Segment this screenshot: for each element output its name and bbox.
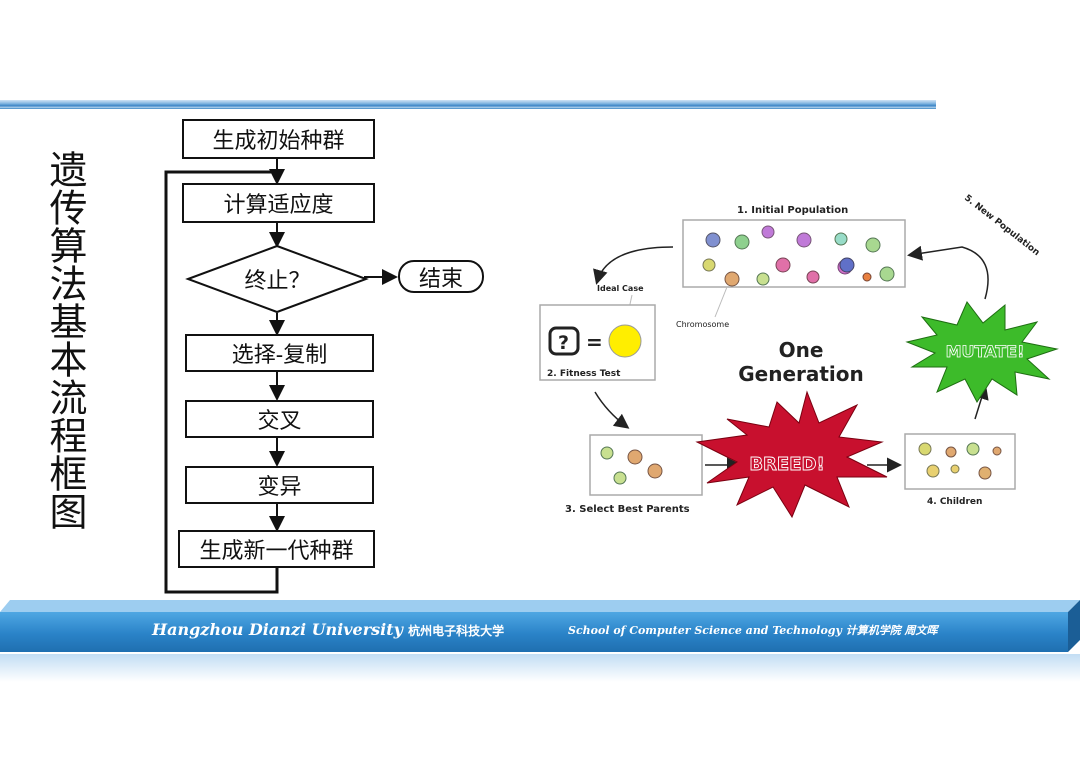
fitness-box: 计算适应度 [182, 183, 375, 223]
question-box [548, 326, 580, 356]
top-rule [0, 100, 936, 109]
ideal-case-label: Ideal Case [597, 284, 644, 293]
end-terminal: 结束 [398, 260, 484, 293]
init-population-box: 生成初始种群 [182, 119, 375, 159]
step5-label: 5. New Population [962, 193, 1041, 258]
footer-university-en: Hangzhou Dianzi University [152, 620, 403, 639]
mutate-burst [905, 301, 1059, 403]
footer-reflection [0, 654, 1080, 682]
footer-bar [0, 612, 1068, 652]
step1-label: 1. Initial Population [737, 205, 848, 216]
population-dots [702, 225, 895, 287]
footer-school: School of Computer Science and Technolog… [568, 624, 938, 637]
new-population-box: 生成新一代种群 [178, 530, 375, 568]
equals-sign: = [586, 330, 603, 354]
ga-cycle-illustration: 1. Initial Population Chromosome Ideal C… [537, 187, 1068, 542]
mutate-label: MUTATE! [946, 342, 1025, 361]
footer-university-cn: 杭州电子科技大学 [408, 624, 505, 638]
breed-label: BREED! [749, 454, 824, 475]
center-one: One [779, 338, 824, 362]
center-generation: Generation [738, 362, 864, 386]
step3-label: 3. Select Best Parents [565, 504, 690, 515]
terminate-label: 终止？ [244, 269, 311, 294]
best-parents-box [589, 434, 703, 496]
footer-university: Hangzhou Dianzi University 杭州电子科技大学 [152, 620, 504, 639]
chromosome-label: Chromosome [676, 320, 729, 329]
children-box [904, 433, 1016, 490]
selection-box: 选择-复制 [185, 334, 374, 372]
slide-title: 遗传算法基本流程框图 [43, 150, 87, 530]
footer-bar-3d [0, 600, 1080, 652]
initial-population-box [682, 219, 906, 288]
mutation-box: 变异 [185, 466, 374, 504]
ideal-chromosome [608, 324, 642, 358]
crossover-box: 交叉 [185, 400, 374, 438]
step4-label: 4. Children [927, 497, 982, 507]
terminate-diamond [185, 244, 369, 314]
breed-burst [695, 390, 888, 519]
step2-label: 2. Fitness Test [547, 369, 621, 379]
question-mark: ? [558, 332, 569, 354]
